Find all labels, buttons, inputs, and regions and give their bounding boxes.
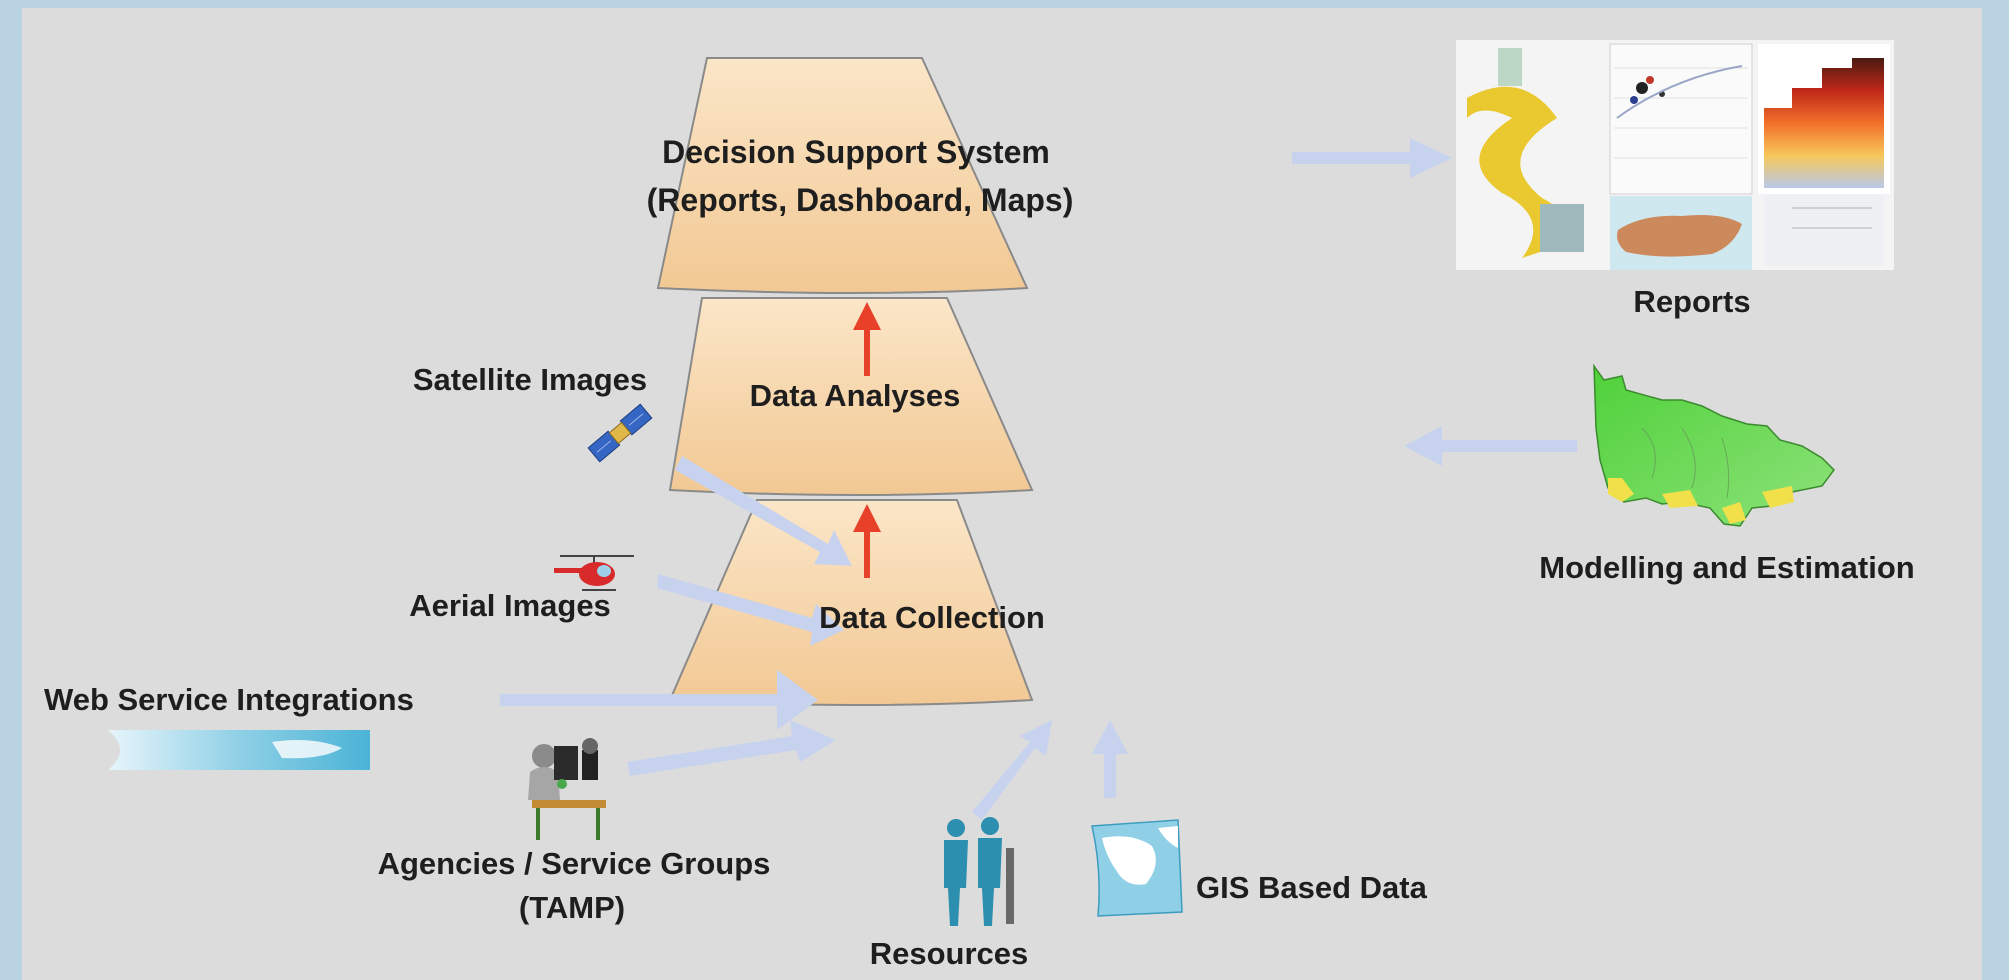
resources-label: Resources xyxy=(869,936,1029,971)
satellite-images-label: Satellite Images xyxy=(412,362,648,397)
data-collection-label: Data Collection xyxy=(819,600,1045,635)
helicopter-icon xyxy=(554,555,634,591)
diagram-canvas: Decision Support System (Reports, Dashbo… xyxy=(22,8,1982,980)
modelling-map-image xyxy=(1593,363,1835,527)
flow-arrow-agencies xyxy=(627,720,836,776)
diagram-graphics xyxy=(108,40,1894,926)
satellite-icon xyxy=(587,403,653,463)
flow-arrow-modelling xyxy=(1404,426,1577,466)
agencies-tamp-label: (TAMP) xyxy=(518,890,626,925)
modelling-label: Modelling and Estimation xyxy=(1539,550,1915,585)
flow-arrow-gis xyxy=(1092,720,1128,798)
decision-support-subtitle: (Reports, Dashboard, Maps) xyxy=(646,182,1074,218)
flow-arrow-satellite xyxy=(675,456,852,566)
flow-arrow-aerial xyxy=(657,574,844,646)
web-service-label: Web Service Integrations xyxy=(44,682,414,717)
layer-decision-support xyxy=(656,57,1029,294)
decision-support-title: Decision Support System xyxy=(662,134,1050,170)
aerial-images-label: Aerial Images xyxy=(409,588,611,623)
reports-collage-image xyxy=(1456,40,1894,270)
layer-data-analyses xyxy=(668,297,1034,496)
reports-label: Reports xyxy=(1633,284,1751,319)
agencies-icon xyxy=(528,738,606,840)
flow-arrow-web-service xyxy=(500,670,818,730)
agencies-label: Agencies / Service Groups xyxy=(377,846,771,881)
web-service-image xyxy=(108,730,370,770)
data-analyses-label: Data Analyses xyxy=(749,378,961,413)
flow-arrow-resources xyxy=(972,720,1052,820)
flow-arrow-reports xyxy=(1292,138,1452,178)
upward-arrow-collection-to-analyses xyxy=(853,504,881,578)
upward-arrow-analyses-to-decision xyxy=(853,302,881,376)
resources-icon xyxy=(944,817,1014,926)
gis-label: GIS Based Data xyxy=(1196,870,1427,905)
gis-icon xyxy=(1091,819,1183,917)
